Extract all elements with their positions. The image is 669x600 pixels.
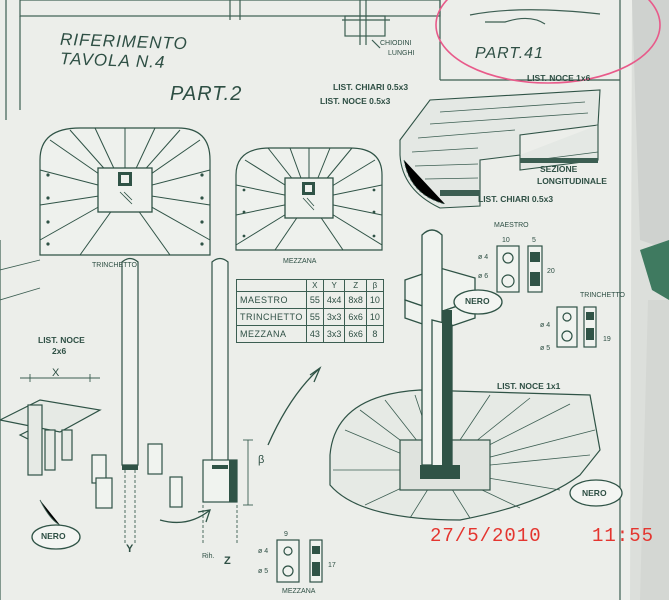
table-header-cell: X	[305, 279, 324, 292]
x-dimension-label: X	[52, 367, 60, 379]
list-noce-2x6-line2: 2x6	[52, 346, 67, 356]
part41-title: PART.41	[475, 45, 544, 62]
table-cell: TRINCHETTO	[236, 308, 307, 326]
table-cell: 8x8	[344, 291, 367, 309]
phi4-mezzana-label: ø 4	[258, 548, 269, 555]
table-cell: 3x3	[322, 325, 346, 343]
trinchetto-top-label: TRINCHETTO	[92, 262, 137, 269]
dim-19-label: 19	[603, 336, 611, 343]
table-cell: 10	[365, 291, 384, 309]
sezione-label-line2: LONGITUDINALE	[537, 176, 607, 186]
nero-right-label: NERO	[582, 488, 607, 498]
z-dimension-label: Z	[224, 555, 231, 567]
phi4-maestro-label: ø 4	[478, 254, 489, 261]
table-row: MEZZANA 43 3x3 6x6 8	[236, 325, 384, 343]
table-cell: 4x4	[322, 291, 346, 309]
y-dimension-label: Y	[126, 543, 134, 555]
mezzana-detail-label: MEZZANA	[282, 588, 316, 595]
table-header-cell	[236, 279, 307, 292]
table-header-cell: Z	[344, 279, 367, 292]
nero-left-label: NERO	[41, 531, 66, 541]
table-header-cell: Y	[322, 279, 346, 292]
timestamp-date: 27/5/2010	[430, 525, 542, 547]
list-noce-1x6-label: LIST. NOCE 1x6	[527, 73, 591, 83]
nero-mid-label: NERO	[465, 296, 490, 306]
table-header-row: X Y Z β	[236, 279, 384, 292]
table-cell: 10	[365, 308, 384, 326]
list-chiari-top-label: LIST. CHIARI 0.5x3	[333, 82, 409, 92]
table-cell: 6x6	[344, 325, 367, 343]
dim-10-label: 10	[502, 237, 510, 244]
dim-20-label: 20	[547, 268, 555, 275]
dim-9-label: 9	[284, 531, 288, 538]
table-header-cell: β	[365, 279, 384, 292]
table-cell: MAESTRO	[236, 291, 307, 309]
trinchetto-detail-label: TRINCHETTO	[580, 292, 625, 299]
part2-title: PART.2	[170, 83, 243, 105]
table-cell: 55	[305, 291, 324, 309]
list-noce-1x1-label: LIST. NOCE 1x1	[497, 381, 561, 391]
phi6-maestro-label: ø 6	[478, 273, 489, 280]
table-cell: 55	[305, 308, 324, 326]
list-noce-05-label: LIST. NOCE 0.5x3	[320, 96, 391, 106]
table-cell: 8	[365, 325, 384, 343]
phi5-trinchetto-label: ø 5	[540, 345, 551, 352]
dim-17-label: 17	[328, 562, 336, 569]
maestro-detail-label: MAESTRO	[494, 222, 529, 229]
list-chiari-bottom-label: LIST. CHIARI 0.5x3	[478, 194, 554, 204]
reference-title-line2: TAVOLA N.4	[59, 49, 166, 72]
beta-dimension-label: β	[258, 454, 265, 466]
signature-label: Rih.	[202, 553, 215, 560]
sezione-label-line1: SEZIONE	[540, 164, 578, 174]
table-row: TRINCHETTO 55 3x3 6x6 10	[236, 308, 384, 326]
chiodini-label-line2: LUNGHI	[388, 50, 415, 57]
table-cell: 3x3	[322, 308, 346, 326]
table-cell: MEZZANA	[236, 325, 307, 343]
phi5-mezzana-label: ø 5	[258, 568, 269, 575]
mast-dimensions-table: X Y Z β MAESTRO 55 4x4 8x8 10 TRINCHETTO…	[236, 279, 384, 343]
table-cell: 6x6	[344, 308, 367, 326]
list-noce-2x6-line1: LIST. NOCE	[38, 335, 85, 345]
timestamp-time: 11:55	[592, 525, 655, 547]
table-row: MAESTRO 55 4x4 8x8 10	[236, 291, 384, 309]
phi4-trinchetto-label: ø 4	[540, 322, 551, 329]
dim-5-label: 5	[532, 237, 536, 244]
mezzana-top-label: MEZZANA	[283, 258, 317, 265]
table-cell: 43	[305, 325, 324, 343]
chiodini-label-line1: CHIODINI	[380, 40, 412, 47]
